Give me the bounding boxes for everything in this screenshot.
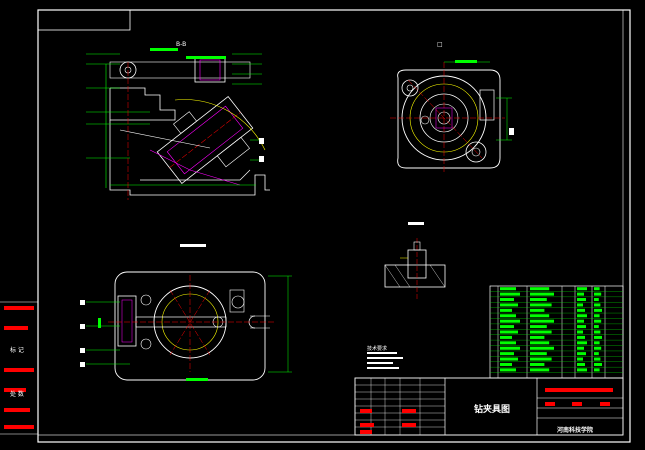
- bom-cell: [577, 335, 585, 339]
- bom-cell: [530, 314, 550, 318]
- top-right-view: □: [390, 41, 514, 172]
- bom-cell: [530, 362, 545, 366]
- bom-cell: [577, 325, 586, 329]
- bom-cell: [577, 357, 583, 361]
- plan-view: [80, 244, 292, 381]
- bom-cell: [530, 330, 552, 334]
- bom-cell: [500, 287, 516, 291]
- bom-cell: [594, 287, 600, 291]
- bom-cell: [500, 298, 514, 302]
- bom-cell: [577, 352, 586, 356]
- bom-cell: [594, 319, 602, 323]
- bom-cell: [500, 314, 516, 318]
- section-view-bb: B-B: [86, 41, 270, 200]
- bom-cell: [530, 352, 547, 356]
- bom-cell: [577, 287, 587, 291]
- bom-cell: [594, 298, 599, 302]
- bom-cell: [577, 319, 584, 323]
- title-block: 钻夹具图 河南科技学院: [354, 377, 624, 436]
- bom-cell: [500, 330, 518, 334]
- bom-cell: [594, 314, 600, 318]
- bom-cell: [594, 335, 602, 339]
- bom-cell: [530, 303, 552, 307]
- drawing-title: 钻夹具图: [474, 403, 510, 415]
- bom-cell: [530, 287, 550, 291]
- top-right-view-label: □: [437, 41, 443, 48]
- bom-cell: [577, 362, 585, 366]
- bom-cell: [530, 308, 545, 312]
- bom-cell: [594, 325, 599, 329]
- bom-cell: [577, 303, 583, 307]
- bom-cell: [530, 368, 550, 372]
- bom-cell: [577, 308, 585, 312]
- bom-cell: [577, 346, 584, 350]
- bom-cell: [530, 341, 550, 345]
- bill-of-materials: [489, 285, 624, 379]
- bom-cell: [577, 368, 587, 372]
- bom-cell: [530, 357, 552, 361]
- bom-cell: [530, 346, 554, 350]
- bom-cell: [500, 335, 512, 339]
- technical-notes: 技术要求: [367, 345, 403, 369]
- bom-cell: [594, 341, 600, 345]
- bom-cell: [500, 357, 518, 361]
- strip-label-count: 处 数: [10, 390, 24, 398]
- drawing-code-box: [37, 9, 131, 31]
- strip-label-mark: 标 记: [10, 346, 24, 354]
- bom-cell: [594, 368, 600, 372]
- bom-cell: [500, 308, 512, 312]
- bom-cell: [500, 325, 514, 329]
- bom-cell: [500, 292, 520, 296]
- bom-cell: [500, 346, 520, 350]
- bom-cell: [594, 308, 602, 312]
- bom-cell: [594, 357, 601, 361]
- outer-border: [37, 9, 631, 443]
- bom-cell: [500, 362, 512, 366]
- bom-cell: [530, 298, 547, 302]
- bom-cell: [530, 325, 547, 329]
- bom-cell: [500, 319, 520, 323]
- tech-notes-heading: 技术要求: [367, 345, 387, 352]
- section-label-bb: B-B: [176, 41, 186, 48]
- detail-section-view: [384, 222, 446, 300]
- bom-cell: [530, 335, 545, 339]
- bom-cell: [530, 319, 554, 323]
- plan-view-label-bar: [180, 244, 206, 247]
- bom-cell: [594, 346, 602, 350]
- bom-cell: [577, 330, 583, 334]
- inner-border: [37, 9, 624, 436]
- left-label-strip: 标 记 处 数: [0, 301, 38, 435]
- bom-cell: [530, 292, 554, 296]
- bom-cell: [577, 314, 587, 318]
- detail-label-bar: [408, 222, 424, 225]
- bom-cell: [594, 362, 602, 366]
- bom-cell: [500, 341, 516, 345]
- bom-cell: [594, 292, 602, 296]
- bom-cell: [577, 292, 584, 296]
- bom-cell: [594, 330, 601, 334]
- bom-cell: [594, 303, 601, 307]
- bom-cell: [577, 298, 586, 302]
- school-name: 河南科技学院: [557, 426, 593, 434]
- bom-cell: [500, 368, 516, 372]
- bom-cell: [577, 341, 587, 345]
- bom-cell: [500, 303, 518, 307]
- bom-cell: [594, 352, 599, 356]
- bom-cell: [500, 352, 514, 356]
